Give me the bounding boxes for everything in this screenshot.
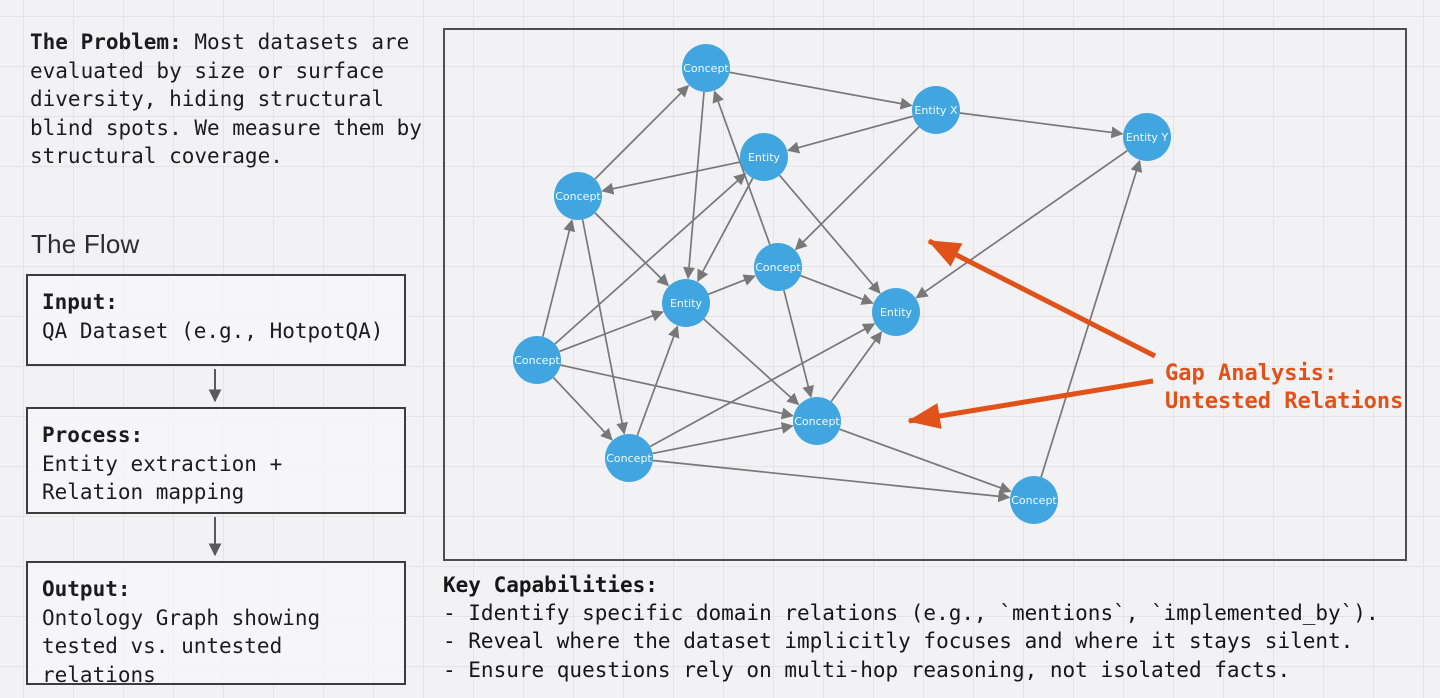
capabilities-heading: Key Capabilities: xyxy=(443,573,658,597)
flow-box-process-line: Entity extraction + xyxy=(42,451,283,476)
flow-box-output-line: tested vs. untested xyxy=(42,634,283,658)
flow-box-input-label: Input: xyxy=(42,290,118,314)
gap-annotation: Gap Analysis: Untested Relations xyxy=(1165,360,1403,416)
flow-box-output: Output: Ontology Graph showing tested vs… xyxy=(26,561,406,687)
flow-heading: The Flow xyxy=(31,229,140,259)
capability-item: - Reveal where the dataset implicitly fo… xyxy=(443,629,1354,654)
gap-annotation-line1: Gap Analysis: xyxy=(1165,361,1338,386)
flow-box-output-line: Ontology Graph showing xyxy=(42,605,321,630)
flow-box-process-label: Process: xyxy=(42,423,144,447)
capability-item: - Ensure questions rely on multi-hop rea… xyxy=(443,657,1291,682)
problem-text: The Problem: Most datasets are evaluated… xyxy=(30,28,422,171)
ontology-graph-panel xyxy=(443,28,1407,561)
capabilities-block: Key Capabilities: - Identify specific do… xyxy=(443,571,1433,684)
problem-label: The Problem: xyxy=(30,30,182,54)
capability-item: - Identify specific domain relations (e.… xyxy=(443,601,1379,626)
flow-box-output-line: relations xyxy=(42,662,156,687)
flow-box-output-label: Output: xyxy=(42,577,131,601)
flow-box-process-line: Relation mapping xyxy=(42,480,245,504)
flow-box-process: Process: Entity extraction + Relation ma… xyxy=(26,407,406,514)
problem-body: Most datasets are evaluated by size or s… xyxy=(30,30,422,168)
gap-annotation-line2: Untested Relations xyxy=(1165,389,1404,414)
flow-box-input-line: QA Dataset (e.g., HotpotQA) xyxy=(42,318,384,343)
flow-box-input: Input: QA Dataset (e.g., HotpotQA) xyxy=(26,274,406,366)
